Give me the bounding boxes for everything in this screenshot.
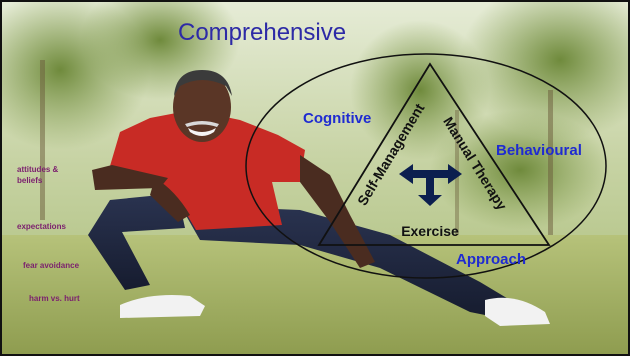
side-item-attitudes-line2: beliefs [17,175,58,186]
side-item-harm-vs-hurt: harm vs. hurt [29,294,80,303]
side-item-attitudes-line1: attitudes & [17,164,58,175]
label-behavioural: Behavioural [496,142,582,159]
triangle-right-label: Manual Therapy [440,114,510,213]
side-item-fear-avoidance: fear avoidance [23,261,79,270]
t-shaped-arrows-icon [399,164,462,206]
side-item-expectations: expectations [17,222,66,231]
side-item-attitudes: attitudes & beliefs [17,164,58,186]
triangle-bottom-label: Exercise [401,223,459,239]
label-cognitive: Cognitive [303,110,371,127]
label-approach: Approach [456,251,526,268]
